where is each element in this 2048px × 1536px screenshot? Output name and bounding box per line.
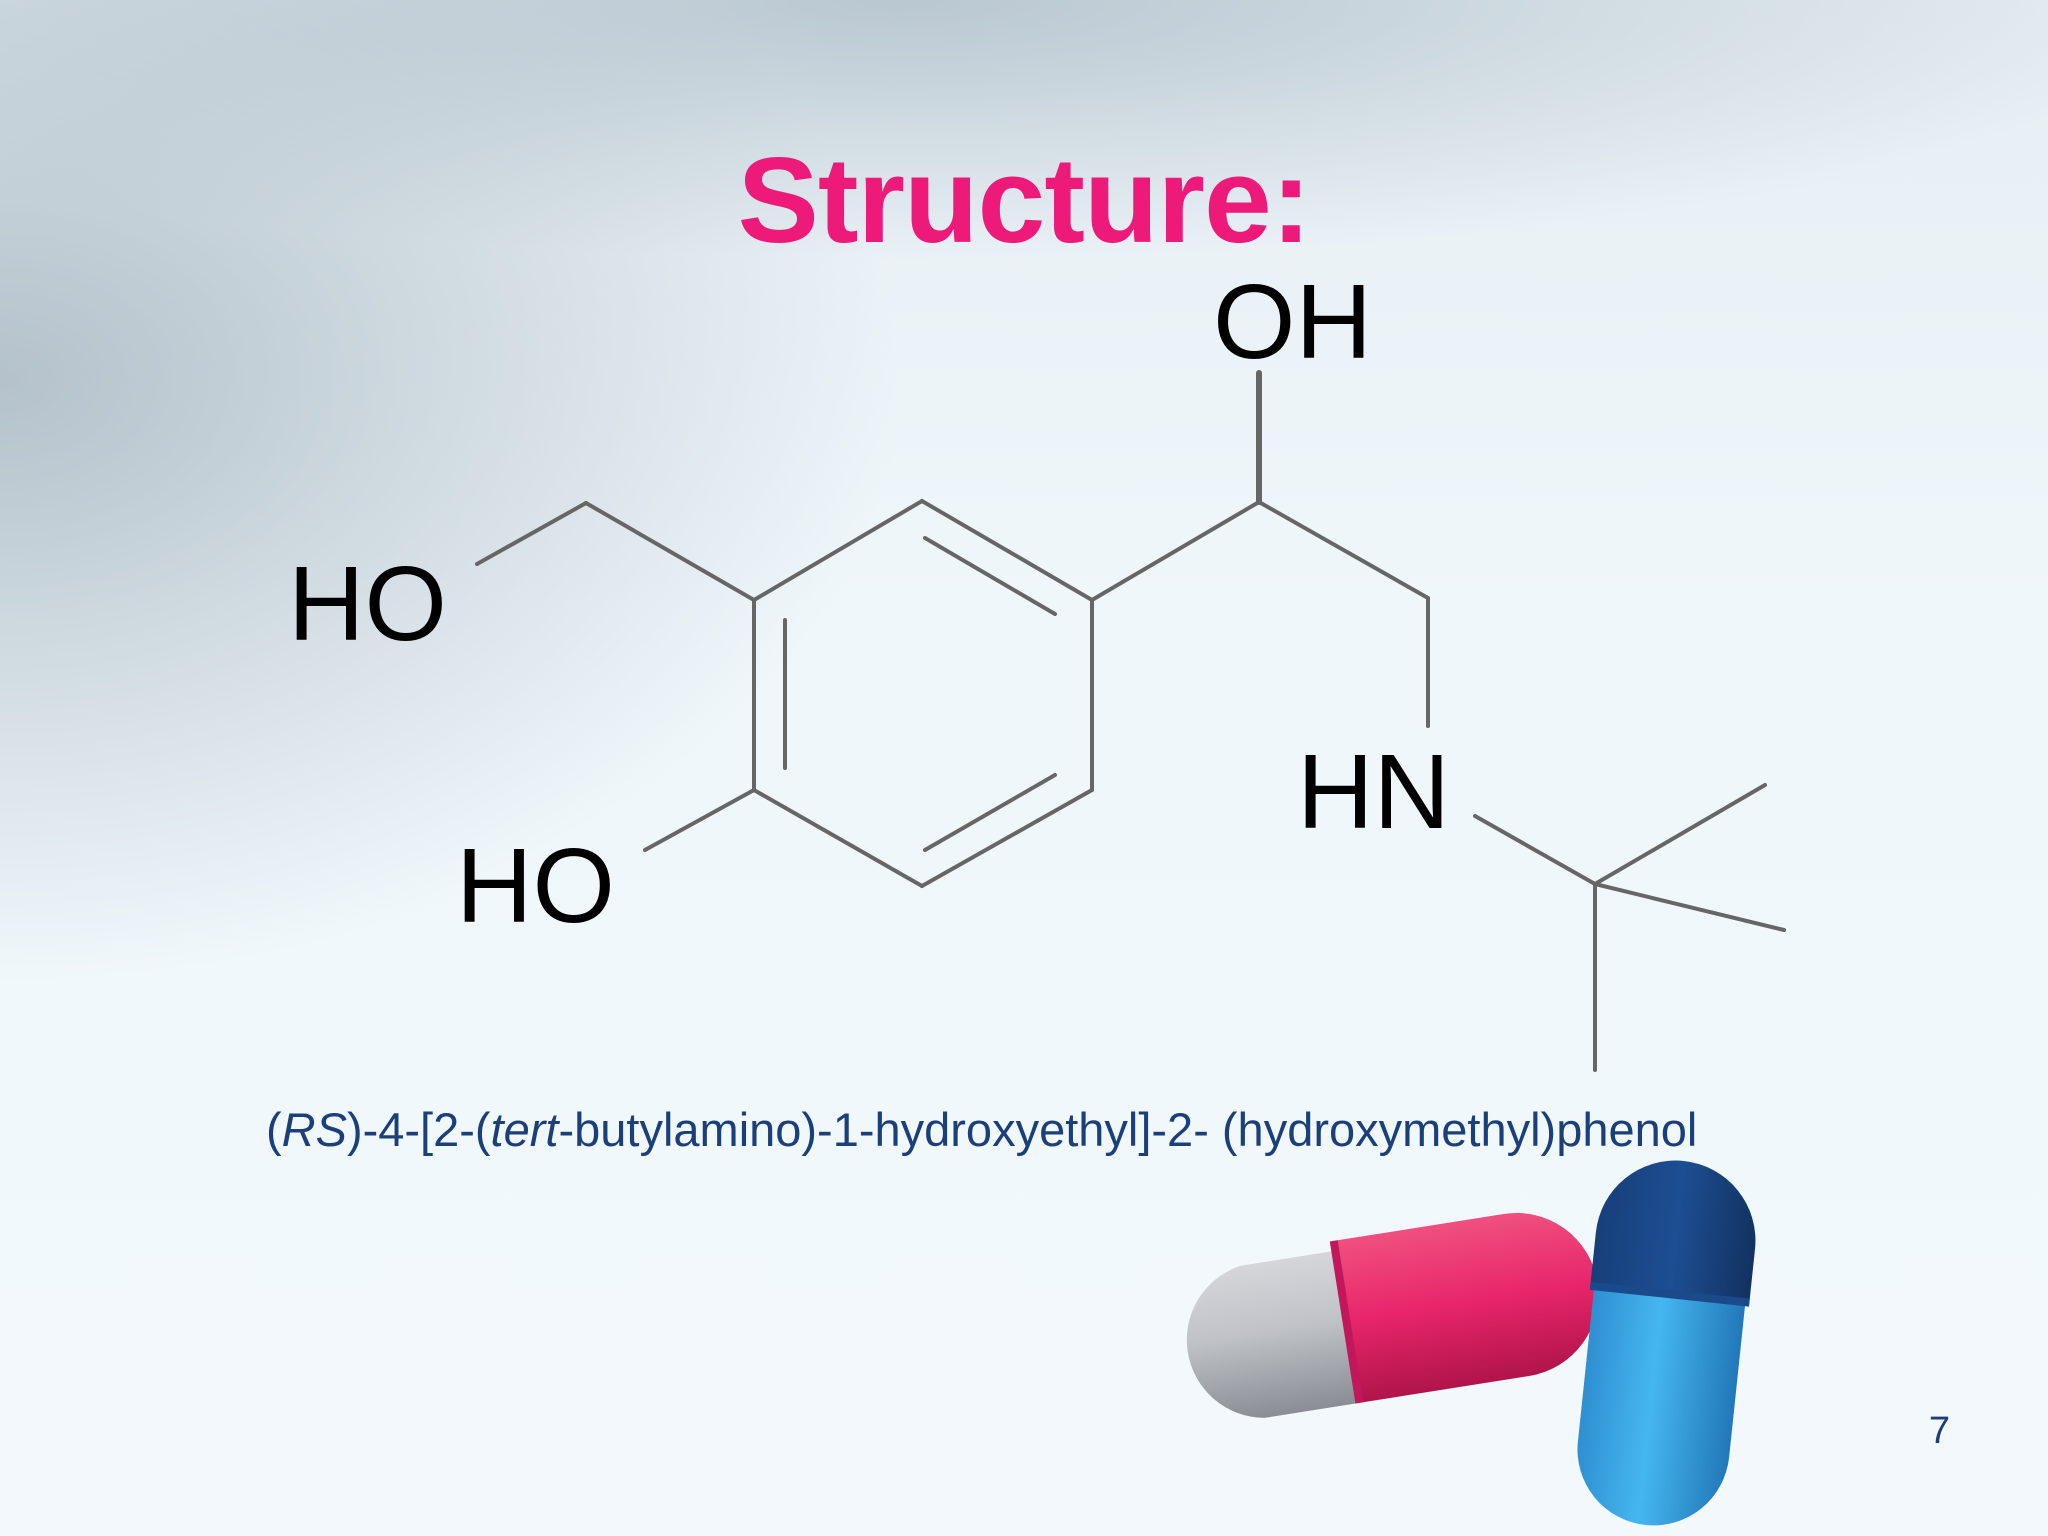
iupac-name: (RS)-4-[2-(tert-butylamino)-1-hydroxyeth… bbox=[266, 1102, 1697, 1157]
bond bbox=[475, 501, 588, 566]
bond bbox=[920, 788, 1094, 888]
bond bbox=[920, 499, 1094, 602]
iupac-name-italic-part: RS bbox=[281, 1103, 347, 1156]
double-bond bbox=[923, 773, 1057, 852]
bond bbox=[584, 501, 756, 602]
page-number: 7 bbox=[1928, 1410, 1950, 1452]
atom-label-ho-left: HO bbox=[288, 545, 447, 663]
double-bond bbox=[923, 536, 1057, 616]
bond bbox=[1593, 882, 1786, 932]
capsule-blue bbox=[1577, 1160, 1756, 1526]
capsules-illustration bbox=[1186, 1160, 1756, 1526]
capsule-gray-pink bbox=[1186, 1212, 1599, 1418]
iupac-name-part: -butylamino)-1-hydroxyethyl]-2- (hydroxy… bbox=[558, 1103, 1698, 1156]
bond bbox=[1090, 500, 1261, 602]
atom-label-hn: HN bbox=[1297, 733, 1450, 851]
iupac-name-part: )-4-[2-( bbox=[346, 1103, 491, 1156]
iupac-name-part: ( bbox=[266, 1103, 282, 1156]
bond bbox=[752, 499, 924, 602]
bond bbox=[643, 788, 756, 852]
bond bbox=[1473, 814, 1597, 886]
atom-label-oh-top: OH bbox=[1213, 263, 1372, 381]
bond bbox=[1593, 783, 1767, 886]
bond bbox=[752, 788, 924, 888]
bond bbox=[1257, 500, 1430, 600]
atom-label-ho-bottom: HO bbox=[456, 827, 615, 945]
iupac-name-italic-part: tert bbox=[490, 1103, 559, 1156]
slide-title: Structure: bbox=[737, 132, 1312, 268]
